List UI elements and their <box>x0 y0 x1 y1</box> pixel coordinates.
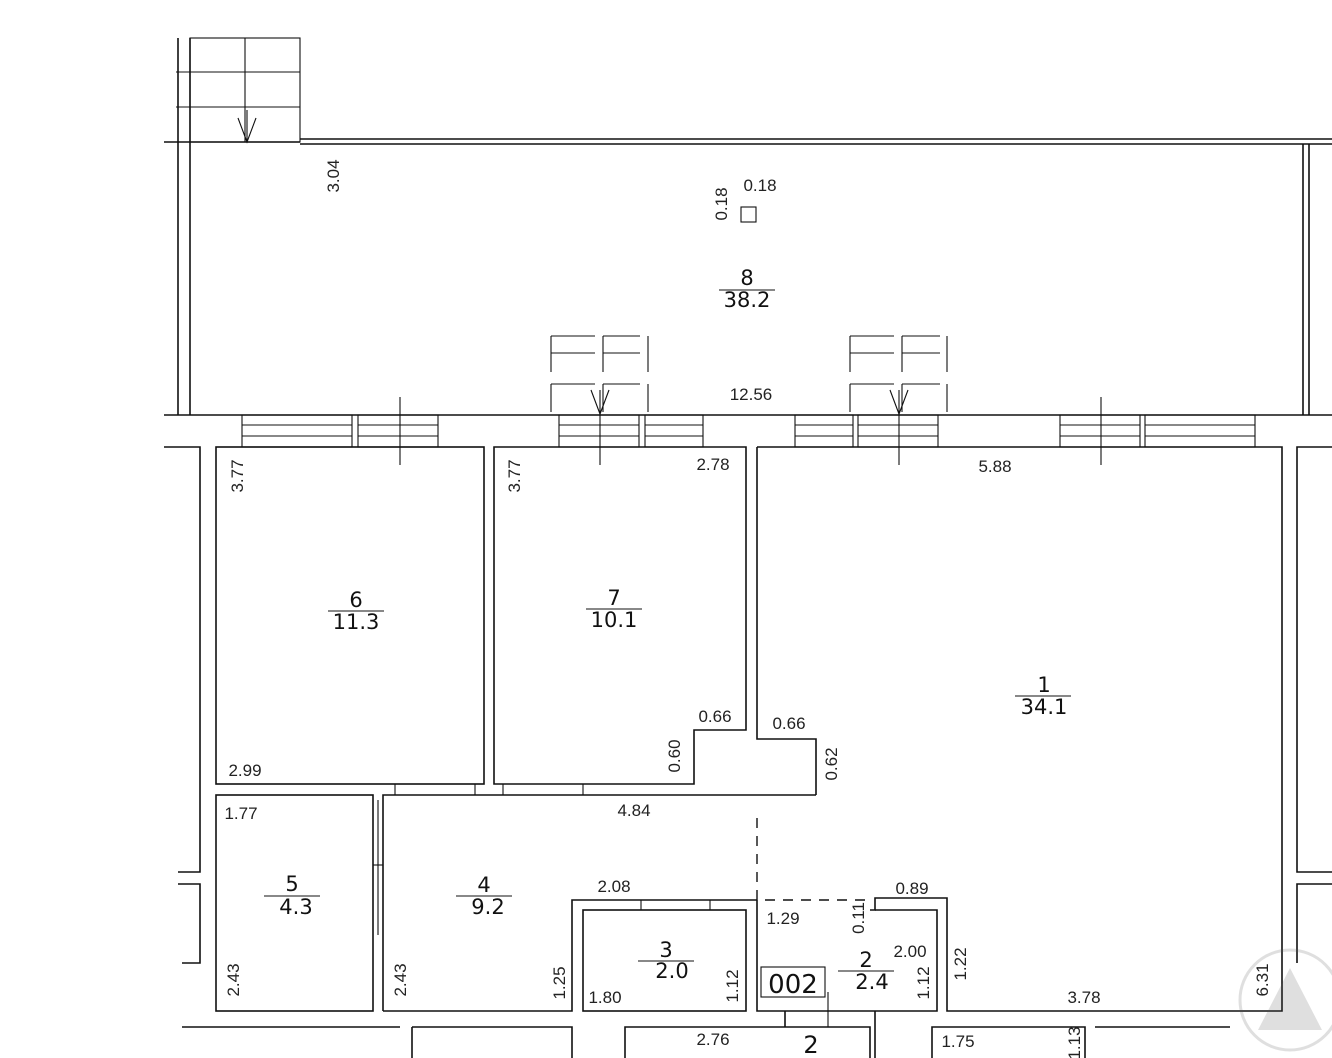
dim-terrace-height: 3.04 <box>324 159 343 192</box>
room-area: 9.2 <box>471 895 504 919</box>
room-2-outline <box>756 900 938 1012</box>
dim-room2-side: 1.12 <box>914 966 933 999</box>
room-label-7: 7 10.1 <box>586 586 642 632</box>
windows <box>241 397 1256 465</box>
dim-room7-width: 2.78 <box>696 455 729 474</box>
room-6-outline <box>215 446 485 785</box>
room-area: 38.2 <box>724 288 771 312</box>
dim-room1-notch-h: 0.62 <box>822 747 841 780</box>
dim-room6-height: 3.77 <box>228 459 247 492</box>
room-label-1: 1 34.1 <box>1015 673 1071 719</box>
room-3-outline <box>582 909 747 1012</box>
dim-room1-width: 5.88 <box>978 457 1011 476</box>
dim-room1-bottom: 3.78 <box>1067 988 1100 1007</box>
room-number: 7 <box>607 586 620 610</box>
stair-top-left <box>176 37 301 144</box>
room-area: 4.3 <box>279 895 312 919</box>
room-label-8: 8 38.2 <box>719 266 775 312</box>
room-number: 6 <box>349 588 362 612</box>
dim-room4-width: 4.84 <box>617 801 650 820</box>
dim-column-h: 0.18 <box>743 176 776 195</box>
room-area: 11.3 <box>333 610 380 634</box>
room-area: 10.1 <box>591 608 638 632</box>
room-area: 34.1 <box>1021 695 1068 719</box>
dim-room3-bottom: 1.80 <box>588 988 621 1007</box>
dim-room2-width: 2.00 <box>893 942 926 961</box>
dim-room7-height: 3.77 <box>505 459 524 492</box>
dim-room2-top: 1.29 <box>766 909 799 928</box>
lower-room-number: 2 <box>803 1031 818 1058</box>
room-area: 2.4 <box>855 970 888 994</box>
room-number: 2 <box>859 948 872 972</box>
room-7-outline <box>493 446 747 785</box>
dim-room4-side: 1.25 <box>550 966 569 999</box>
room-number: 3 <box>659 938 672 962</box>
dim-room7-notch-w: 0.66 <box>698 707 731 726</box>
stair-steps-b <box>849 335 948 465</box>
room-number: 4 <box>477 873 490 897</box>
dim-room2-right: 1.22 <box>951 947 970 980</box>
dim-lower-a: 2.76 <box>696 1030 729 1049</box>
dim-lower-b: 1.75 <box>941 1032 974 1051</box>
room-label-4: 4 9.2 <box>456 873 512 919</box>
room-4-outline <box>382 794 816 1012</box>
dim-room2-notch-w: 0.89 <box>895 879 928 898</box>
dim-room4-height: 2.43 <box>391 963 410 996</box>
room-number: 1 <box>1037 673 1050 697</box>
room-5-outline <box>215 794 374 1012</box>
dim-room6-width: 2.99 <box>228 761 261 780</box>
outer-walls <box>164 446 1332 964</box>
dim-room3-side: 1.12 <box>723 969 742 1002</box>
dim-room5-width: 1.77 <box>224 804 257 823</box>
stair-steps-a <box>550 335 649 465</box>
watermark-logo <box>1238 948 1332 1052</box>
room-1-outline <box>757 446 1283 1012</box>
dim-column-v: 0.18 <box>712 187 731 220</box>
room-label-6: 6 11.3 <box>328 588 384 634</box>
room-number: 8 <box>740 266 753 290</box>
room-number: 5 <box>285 872 298 896</box>
terrace-walls <box>164 38 1332 416</box>
room-label-3: 3 2.0 <box>638 938 694 983</box>
room-label-2: 2 2.4 <box>838 948 894 994</box>
dim-room2-notch-h: 0.11 <box>849 902 868 934</box>
dim-room1-notch-w: 0.66 <box>772 714 805 733</box>
dim-room3-top: 2.08 <box>597 877 630 896</box>
dim-room5-height: 2.43 <box>224 963 243 996</box>
dim-lower-c: 1.13 <box>1065 1026 1084 1058</box>
column-square <box>740 206 757 223</box>
room-area: 2.0 <box>655 959 688 983</box>
room-code-box <box>760 966 826 998</box>
room-label-5: 5 4.3 <box>264 872 320 919</box>
room-code: 002 <box>768 970 818 1000</box>
lower-rooms <box>182 1011 1230 1058</box>
dim-terrace-width: 12.56 <box>730 385 773 404</box>
dim-room7-notch-h: 0.60 <box>665 739 684 772</box>
dim-room1-height: 6.31 <box>1253 963 1272 996</box>
